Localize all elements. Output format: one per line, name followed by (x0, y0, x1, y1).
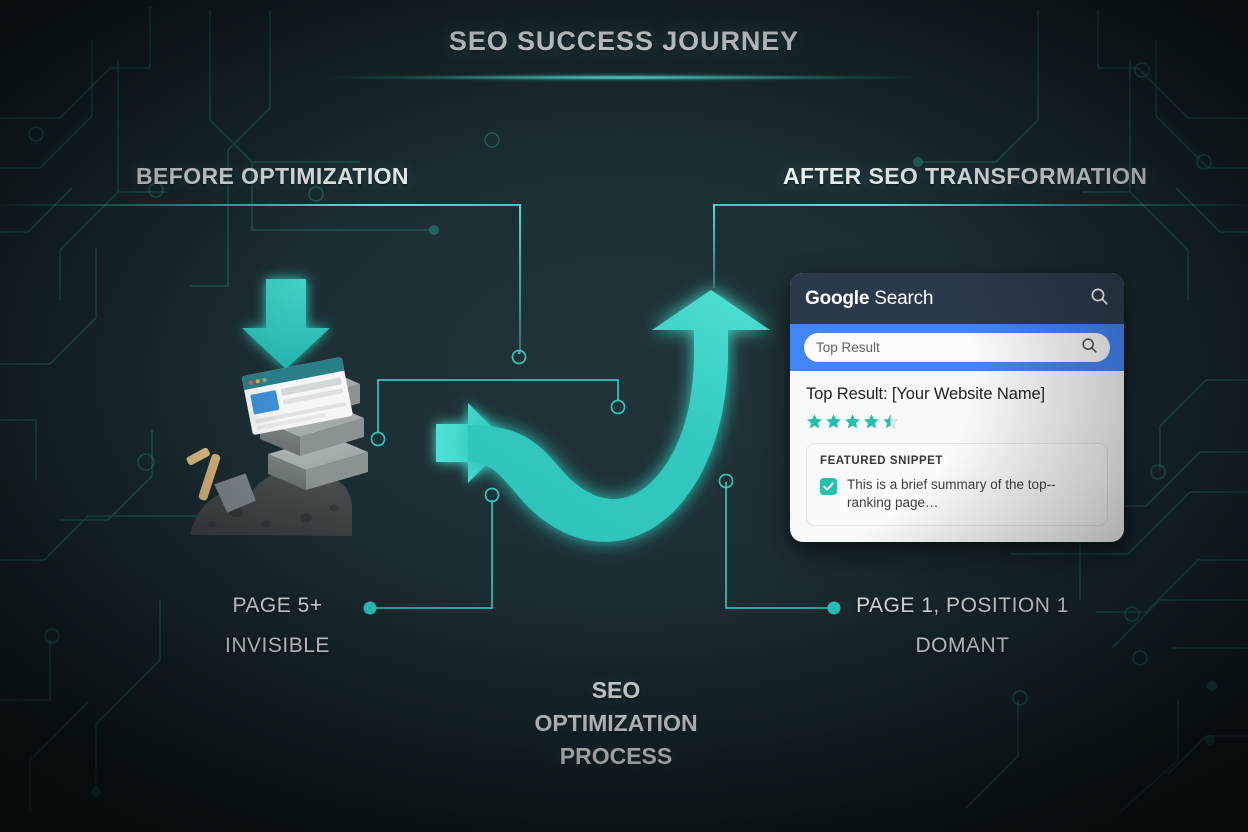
process-label-line3: PROCESS (559, 743, 673, 769)
google-logo-bold: Google (805, 287, 870, 309)
star-icon-filled (826, 414, 841, 429)
page-title: SEO SUCCESS JOURNEY (448, 26, 800, 56)
star-rating (806, 413, 1108, 430)
section-connector-after (713, 204, 715, 288)
section-heading-before: BEFORE OPTIMIZATION (136, 163, 409, 189)
search-bar-row: Top Result (790, 324, 1124, 371)
search-input[interactable]: Top Result (804, 333, 1110, 362)
process-label-line2: OPTIMIZATION (534, 710, 698, 736)
section-divider-before (0, 204, 521, 206)
stat-before-line2: INVISIBLE (225, 634, 330, 657)
process-label: SEO OPTIMIZATION PROCESS (444, 674, 788, 773)
search-input-placeholder: Top Result (816, 340, 880, 355)
search-card-body: Top Result: [Your Website Name] (790, 371, 1124, 542)
process-label-line1: SEO (591, 677, 641, 703)
broken-website-illustration (186, 357, 368, 536)
curved-growth-arrow-icon (468, 290, 770, 542)
star-icon-filled (864, 414, 879, 429)
snippet-checkbox[interactable] (820, 478, 837, 495)
google-logo-rest: Search (874, 287, 934, 309)
arrow-right-icon (436, 403, 508, 483)
shovel-icon (186, 447, 256, 513)
featured-snippet-text: This is a brief summary of the top--rank… (847, 477, 1056, 510)
stat-before: PAGE 5+ INVISIBLE (155, 594, 400, 658)
stat-before-line1: PAGE 5+ (232, 594, 323, 617)
browser-window-icon (242, 357, 353, 435)
section-connector-before (519, 204, 521, 354)
stat-after-line1: PAGE 1, POSITION 1 (856, 594, 1069, 617)
result-title[interactable]: Top Result: [Your Website Name] (806, 385, 1046, 403)
stat-after: PAGE 1, POSITION 1 DOMANT (840, 594, 1085, 658)
star-icon-filled (845, 414, 860, 429)
search-icon[interactable] (1081, 337, 1098, 359)
stat-after-line2: DOMANT (915, 634, 1010, 657)
section-heading-after: AFTER SEO TRANSFORMATION (783, 163, 1148, 189)
star-icon-filled (807, 414, 822, 429)
arrow-down-icon (242, 279, 330, 369)
star-icon-half (882, 413, 899, 429)
search-icon[interactable] (1090, 287, 1109, 311)
section-divider-after (713, 204, 1248, 206)
check-icon (823, 482, 834, 491)
featured-snippet-box: FEATURED SNIPPET This is a brief summary… (806, 443, 1108, 526)
featured-snippet-label: FEATURED SNIPPET (820, 455, 943, 467)
stacked-slabs (254, 366, 368, 490)
title-divider (324, 73, 924, 82)
